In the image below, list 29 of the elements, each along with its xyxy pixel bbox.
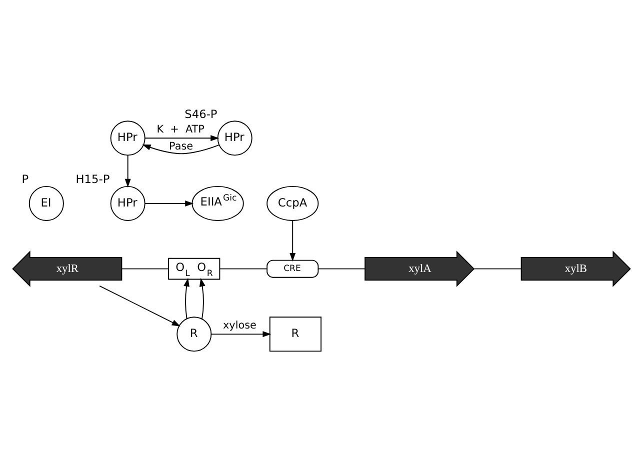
arrow	[144, 200, 194, 206]
node-circle: HPr	[110, 120, 146, 156]
node-ellipse: CcpA	[266, 186, 319, 221]
edge-label: Pase	[169, 140, 194, 152]
node-label: S46-P	[184, 106, 218, 121]
arrow	[290, 220, 296, 262]
node-box: R	[269, 316, 322, 352]
node-circle: EI	[28, 186, 64, 221]
node-label: P	[22, 172, 29, 186]
node-circle: R	[176, 316, 212, 352]
node-box: O$_{L}$ O$_{R}$	[168, 258, 220, 280]
node-ellipse: EIIA$^{Gic}$	[192, 186, 244, 221]
node-box: CRE	[266, 260, 319, 278]
arrow	[142, 144, 220, 154]
edge-label: xylose	[223, 319, 256, 332]
connector	[219, 268, 268, 270]
arrow	[199, 278, 206, 320]
arrow	[99, 285, 180, 326]
arrow	[210, 331, 272, 338]
edge-label: K + ATP	[156, 123, 204, 136]
connector	[121, 268, 169, 270]
node-circle: HPr	[217, 120, 252, 156]
arrow	[124, 154, 131, 188]
connector	[318, 268, 366, 270]
connector	[474, 268, 522, 270]
node-circle: HPr	[110, 186, 146, 221]
arrow	[144, 135, 220, 142]
arrow	[184, 278, 190, 319]
node-label: H15-P	[76, 172, 110, 186]
